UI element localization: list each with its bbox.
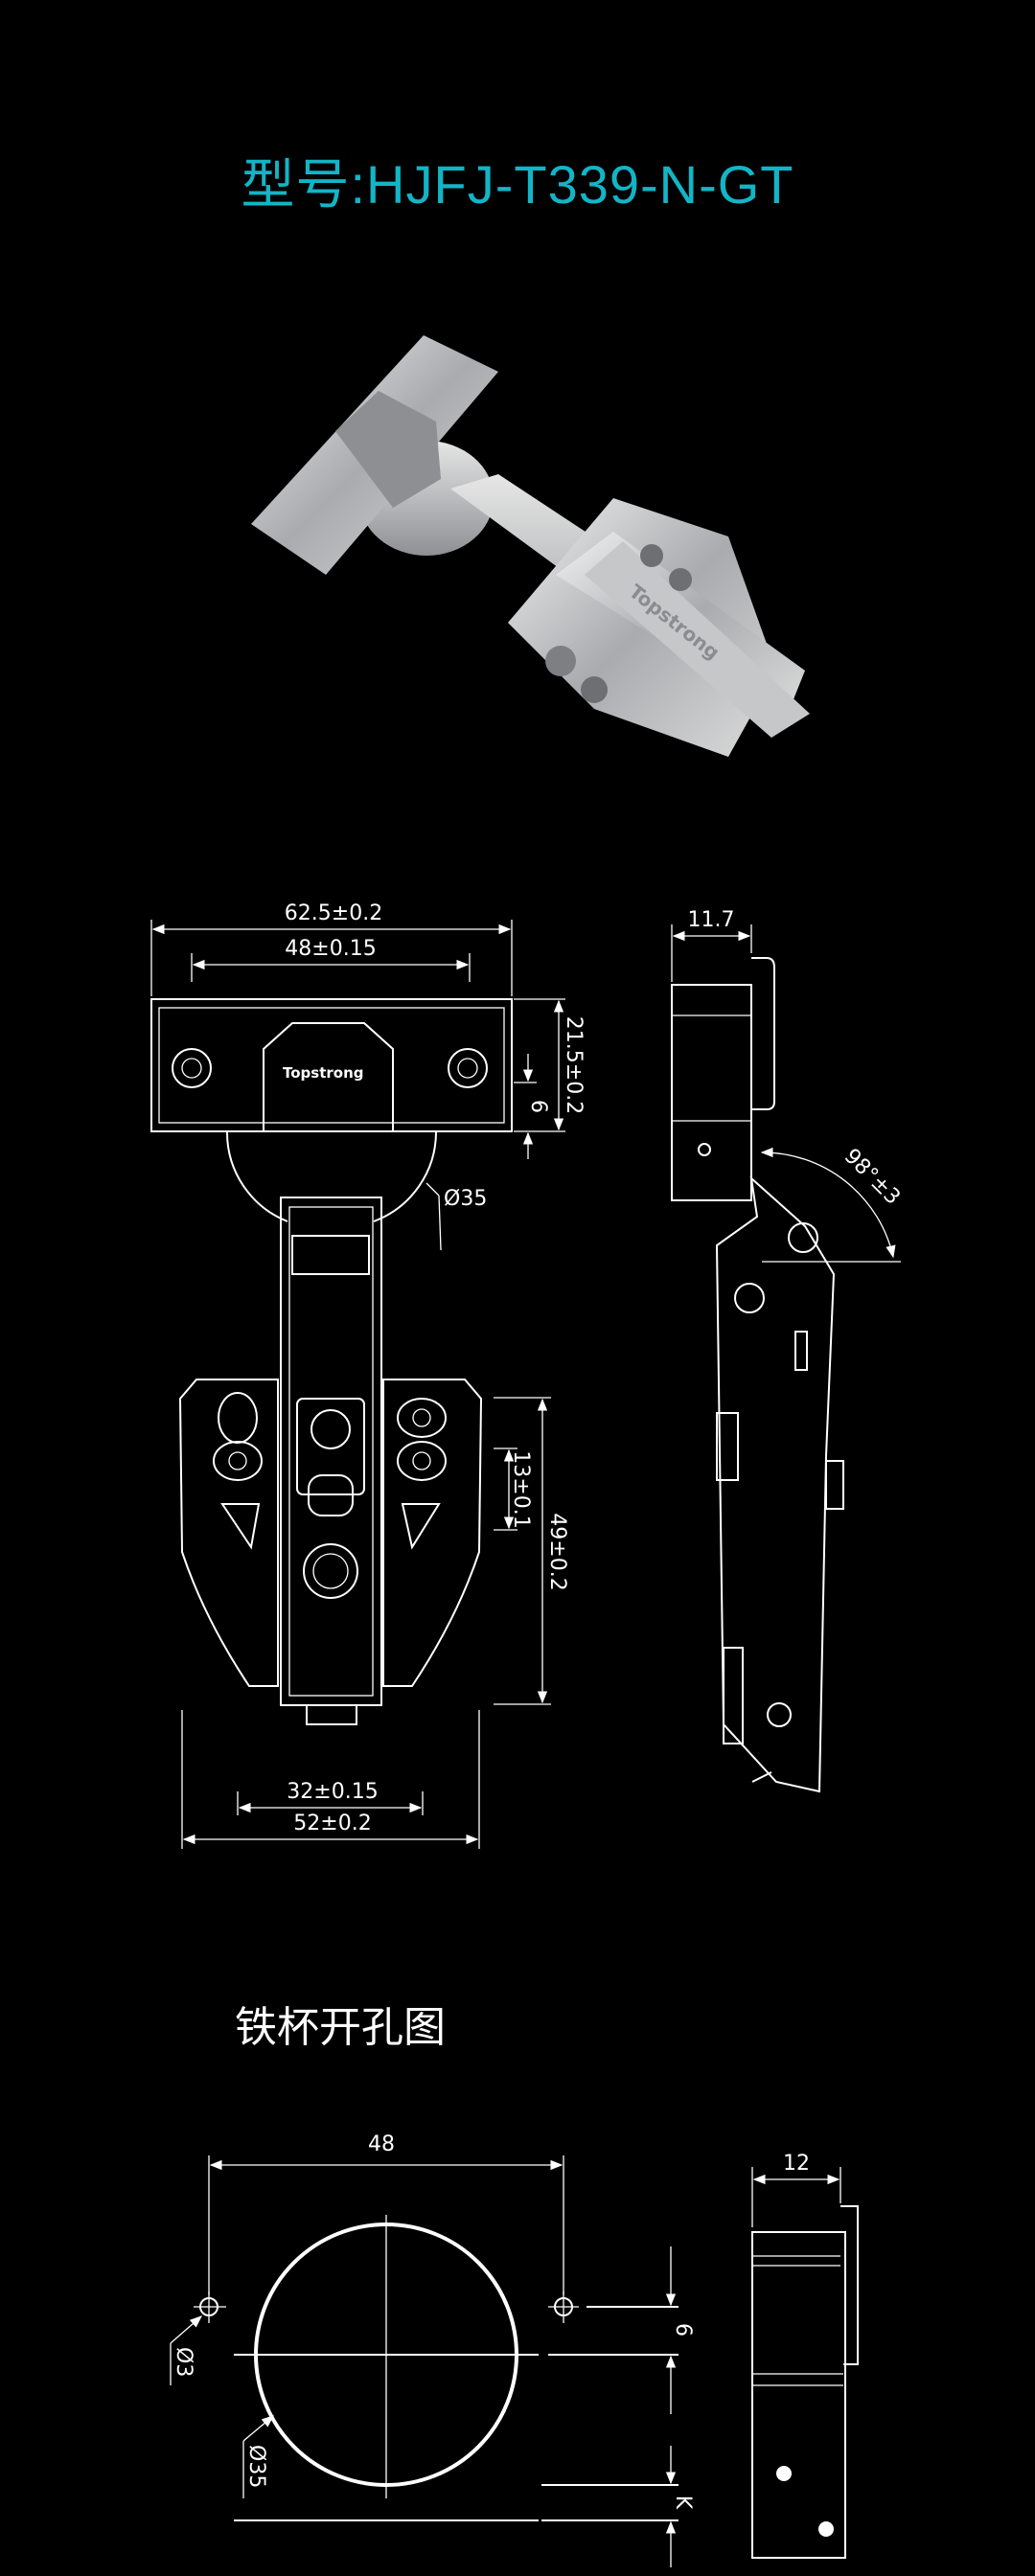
- dim-overall-width: 62.5±0.2: [285, 901, 382, 925]
- dim-cup-depth-side: 11.7: [688, 908, 735, 932]
- cup-drilling-diagram: 48 6 K Ø3 Ø35 12: [170, 2132, 859, 2567]
- drilling-section-title: 铁杯开孔图: [235, 2003, 446, 2052]
- dim-cup-depth: 12: [783, 2152, 810, 2176]
- dim-cup-height: 21.5±0.2: [562, 1016, 586, 1114]
- hinge-front-view: Topstrong: [150, 998, 513, 1725]
- dim-screw-spacing: 48±0.15: [285, 937, 376, 961]
- drawing-brand-logo: Topstrong: [283, 1064, 364, 1082]
- hinge-product-photo: Topstrong: [251, 335, 810, 757]
- side-view-dimensions: 11.7 98°±3: [671, 908, 905, 1263]
- dim-screw-hole: Ø3: [172, 2347, 196, 2377]
- dim-cup-hole: Ø35: [244, 2445, 268, 2488]
- dim-hole-spacing: 48: [368, 2132, 395, 2156]
- hinge-side-view: [671, 957, 844, 1793]
- dim-opening-angle: 98°±3: [840, 1145, 905, 1210]
- model-title: 型号:HJFJ-T339-N-GT: [241, 154, 794, 215]
- dim-cup-offset: 6: [526, 1100, 550, 1113]
- front-view-dimensions: 62.5±0.2 48±0.15 21.5±0.2 6 Ø35 49±0.2 1…: [150, 901, 586, 1849]
- dim-plate-width: 52±0.2: [293, 1812, 371, 1835]
- dim-edge-distance: K: [671, 2496, 695, 2510]
- dim-hole-spacing-h: 32±0.15: [287, 1780, 378, 1804]
- dim-hole-spacing-v: 13±0.1: [509, 1450, 533, 1528]
- dim-cup-diameter: Ø35: [444, 1187, 487, 1211]
- dim-offset: 6: [671, 2323, 695, 2337]
- dim-plate-height: 49±0.2: [545, 1513, 569, 1590]
